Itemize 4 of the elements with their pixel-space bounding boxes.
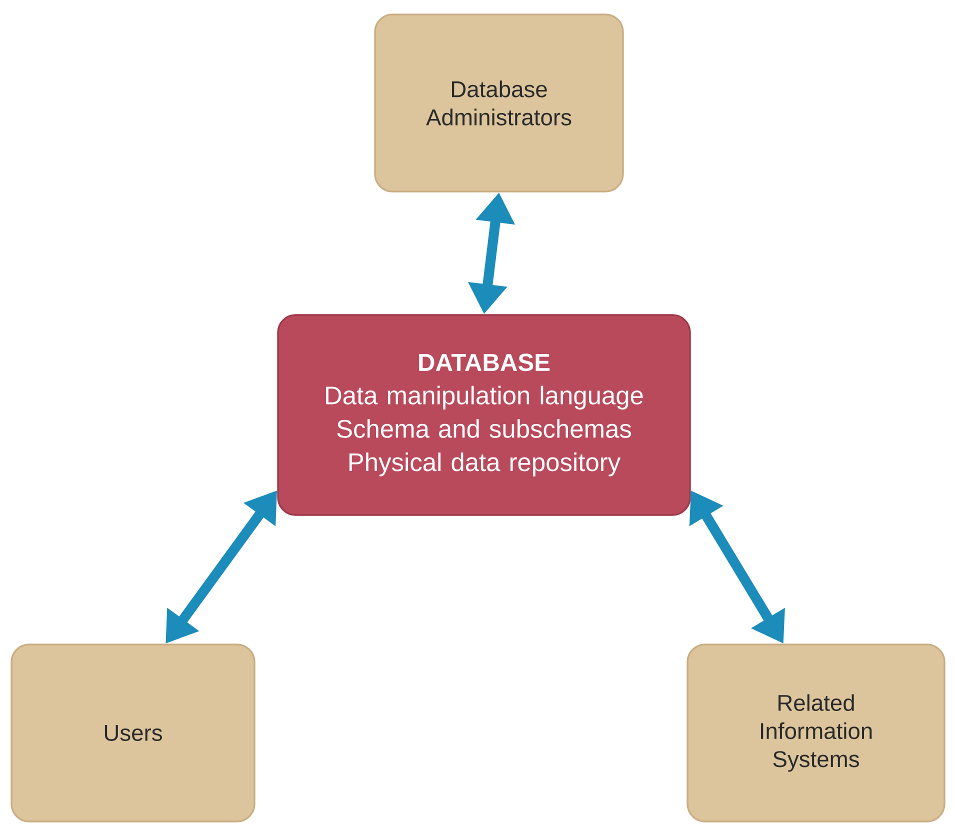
database-box: DATABASE Data manipulation language Schema and subschemas Physical data repository	[277, 314, 691, 516]
actor-box: Database Administrators	[374, 14, 624, 192]
actor-box: Related Information Systems	[686, 644, 946, 822]
actor-box: Users	[10, 644, 256, 822]
